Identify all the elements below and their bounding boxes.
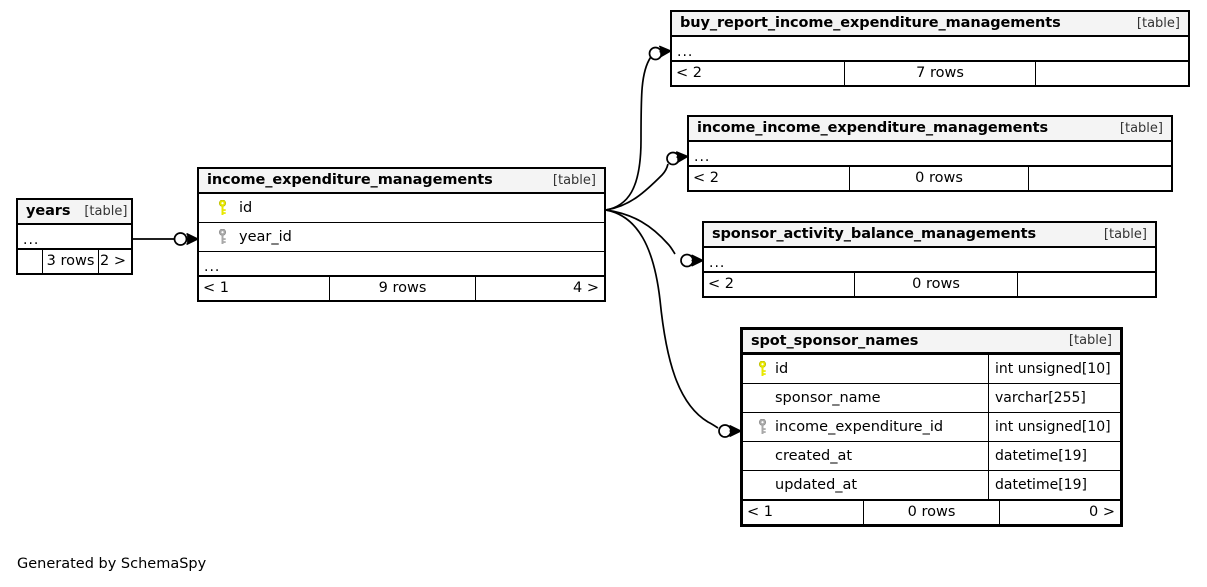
columns-collapsed-indicator[interactable]: ...	[199, 252, 604, 276]
table-header-sponsor-activity-balance-managements: sponsor_activity_balance_managements [ta…	[704, 223, 1155, 248]
table-header-spot-sponsor-names: spot_sponsor_names [table]	[743, 330, 1120, 355]
table-header-income-expenditure-managements: income_expenditure_managements [table]	[199, 169, 604, 194]
table-row[interactable]: updated_at datetime[19]	[743, 471, 1120, 500]
child-relationship-count: 4 >	[573, 280, 599, 296]
table-kind-label: [table]	[552, 172, 596, 188]
parent-relationship-count: < 2	[693, 170, 719, 186]
column-name: id	[775, 361, 789, 377]
table-row[interactable]: id	[199, 194, 604, 223]
child-relationship-count	[1018, 273, 1155, 296]
generated-by-credit: Generated by SchemaSpy	[17, 556, 207, 572]
child-relationship-count	[1036, 62, 1188, 85]
table-row[interactable]: income_expenditure_id int unsigned[10]	[743, 413, 1120, 442]
table-row[interactable]: created_at datetime[19]	[743, 442, 1120, 471]
primary-key-icon	[749, 361, 775, 377]
column-type: varchar[255]	[988, 384, 1120, 412]
table-footer-income-income-expenditure-managements: < 2 0 rows	[689, 166, 1171, 190]
column-type: datetime[19]	[988, 471, 1120, 499]
column-type: int unsigned[10]	[988, 413, 1120, 441]
table-footer-buy-report-income-expenditure-managements: < 2 7 rows	[672, 61, 1188, 85]
table-node-sponsor-activity-balance-managements[interactable]: sponsor_activity_balance_managements [ta…	[702, 221, 1157, 298]
parent-relationship-count: < 1	[203, 280, 229, 296]
table-node-buy-report-income-expenditure-managements[interactable]: buy_report_income_expenditure_management…	[670, 10, 1190, 87]
parent-relationship-count: < 2	[708, 276, 734, 292]
parent-relationship-count: < 2	[676, 65, 702, 81]
table-kind-label: [table]	[1068, 333, 1112, 348]
column-name: id	[239, 200, 253, 216]
table-row[interactable]: year_id	[199, 223, 604, 252]
table-header-buy-report-income-expenditure-managements: buy_report_income_expenditure_management…	[672, 12, 1188, 37]
columns-collapsed-indicator[interactable]: ...	[672, 37, 1188, 61]
row-count: 3 rows	[42, 250, 99, 273]
table-node-years[interactable]: years [table] ... 3 rows 2 >	[16, 198, 133, 275]
table-kind-label: [table]	[84, 203, 128, 219]
table-row[interactable]: sponsor_name varchar[255]	[743, 384, 1120, 413]
columns-collapsed-indicator[interactable]: ...	[689, 142, 1171, 166]
table-header-years: years [table]	[18, 200, 131, 225]
row-count: 0 rows	[849, 167, 1029, 190]
row-count: 0 rows	[863, 501, 1000, 524]
table-kind-label: [table]	[1119, 120, 1163, 136]
row-count: 0 rows	[854, 273, 1018, 296]
child-relationship-count	[1029, 167, 1171, 190]
rel-years-to-iem	[133, 232, 197, 246]
child-relationship-count: 2 >	[100, 253, 126, 269]
table-kind-label: [table]	[1136, 15, 1180, 31]
column-name: income_expenditure_id	[775, 419, 944, 435]
column-name: updated_at	[775, 477, 858, 493]
foreign-key-icon	[749, 419, 775, 435]
column-name: year_id	[239, 229, 292, 245]
column-type: datetime[19]	[988, 442, 1120, 470]
primary-key-icon	[205, 200, 239, 216]
child-relationship-count: 0 >	[1089, 504, 1115, 520]
table-footer-years: 3 rows 2 >	[18, 249, 131, 273]
row-count: 7 rows	[844, 62, 1036, 85]
rel-iem-to-income-income	[605, 153, 687, 211]
columns-collapsed-indicator[interactable]: ...	[18, 225, 131, 249]
table-kind-label: [table]	[1103, 226, 1147, 242]
row-count: 9 rows	[329, 277, 476, 300]
column-type: int unsigned[10]	[988, 355, 1120, 383]
table-footer-spot-sponsor-names: < 1 0 rows 0 >	[743, 500, 1120, 524]
table-node-income-income-expenditure-managements[interactable]: income_income_expenditure_managements [t…	[687, 115, 1173, 192]
table-title: income_expenditure_managements	[207, 172, 493, 188]
columns-collapsed-indicator[interactable]: ...	[704, 248, 1155, 272]
column-name: created_at	[775, 448, 853, 464]
table-title: income_income_expenditure_managements	[697, 120, 1048, 136]
table-title: buy_report_income_expenditure_management…	[680, 15, 1061, 31]
table-title: years	[26, 203, 71, 219]
table-footer-sponsor-activity-balance-managements: < 2 0 rows	[704, 272, 1155, 296]
table-title: spot_sponsor_names	[751, 332, 919, 349]
table-footer-income-expenditure-managements: < 1 9 rows 4 >	[199, 276, 604, 300]
parent-relationship-count: < 1	[747, 504, 773, 520]
table-row[interactable]: id int unsigned[10]	[743, 355, 1120, 384]
table-node-income-expenditure-managements[interactable]: income_expenditure_managements [table] i…	[197, 167, 606, 302]
column-name: sponsor_name	[775, 390, 881, 406]
table-node-spot-sponsor-names[interactable]: spot_sponsor_names [table] id int unsign…	[740, 327, 1123, 527]
table-title: sponsor_activity_balance_managements	[712, 226, 1036, 242]
parent-relationship-count	[18, 250, 42, 273]
rel-iem-to-sponsor-act	[605, 209, 702, 268]
rel-iem-to-buy-report	[605, 48, 670, 211]
table-header-income-income-expenditure-managements: income_income_expenditure_managements [t…	[689, 117, 1171, 142]
foreign-key-icon	[205, 229, 239, 245]
